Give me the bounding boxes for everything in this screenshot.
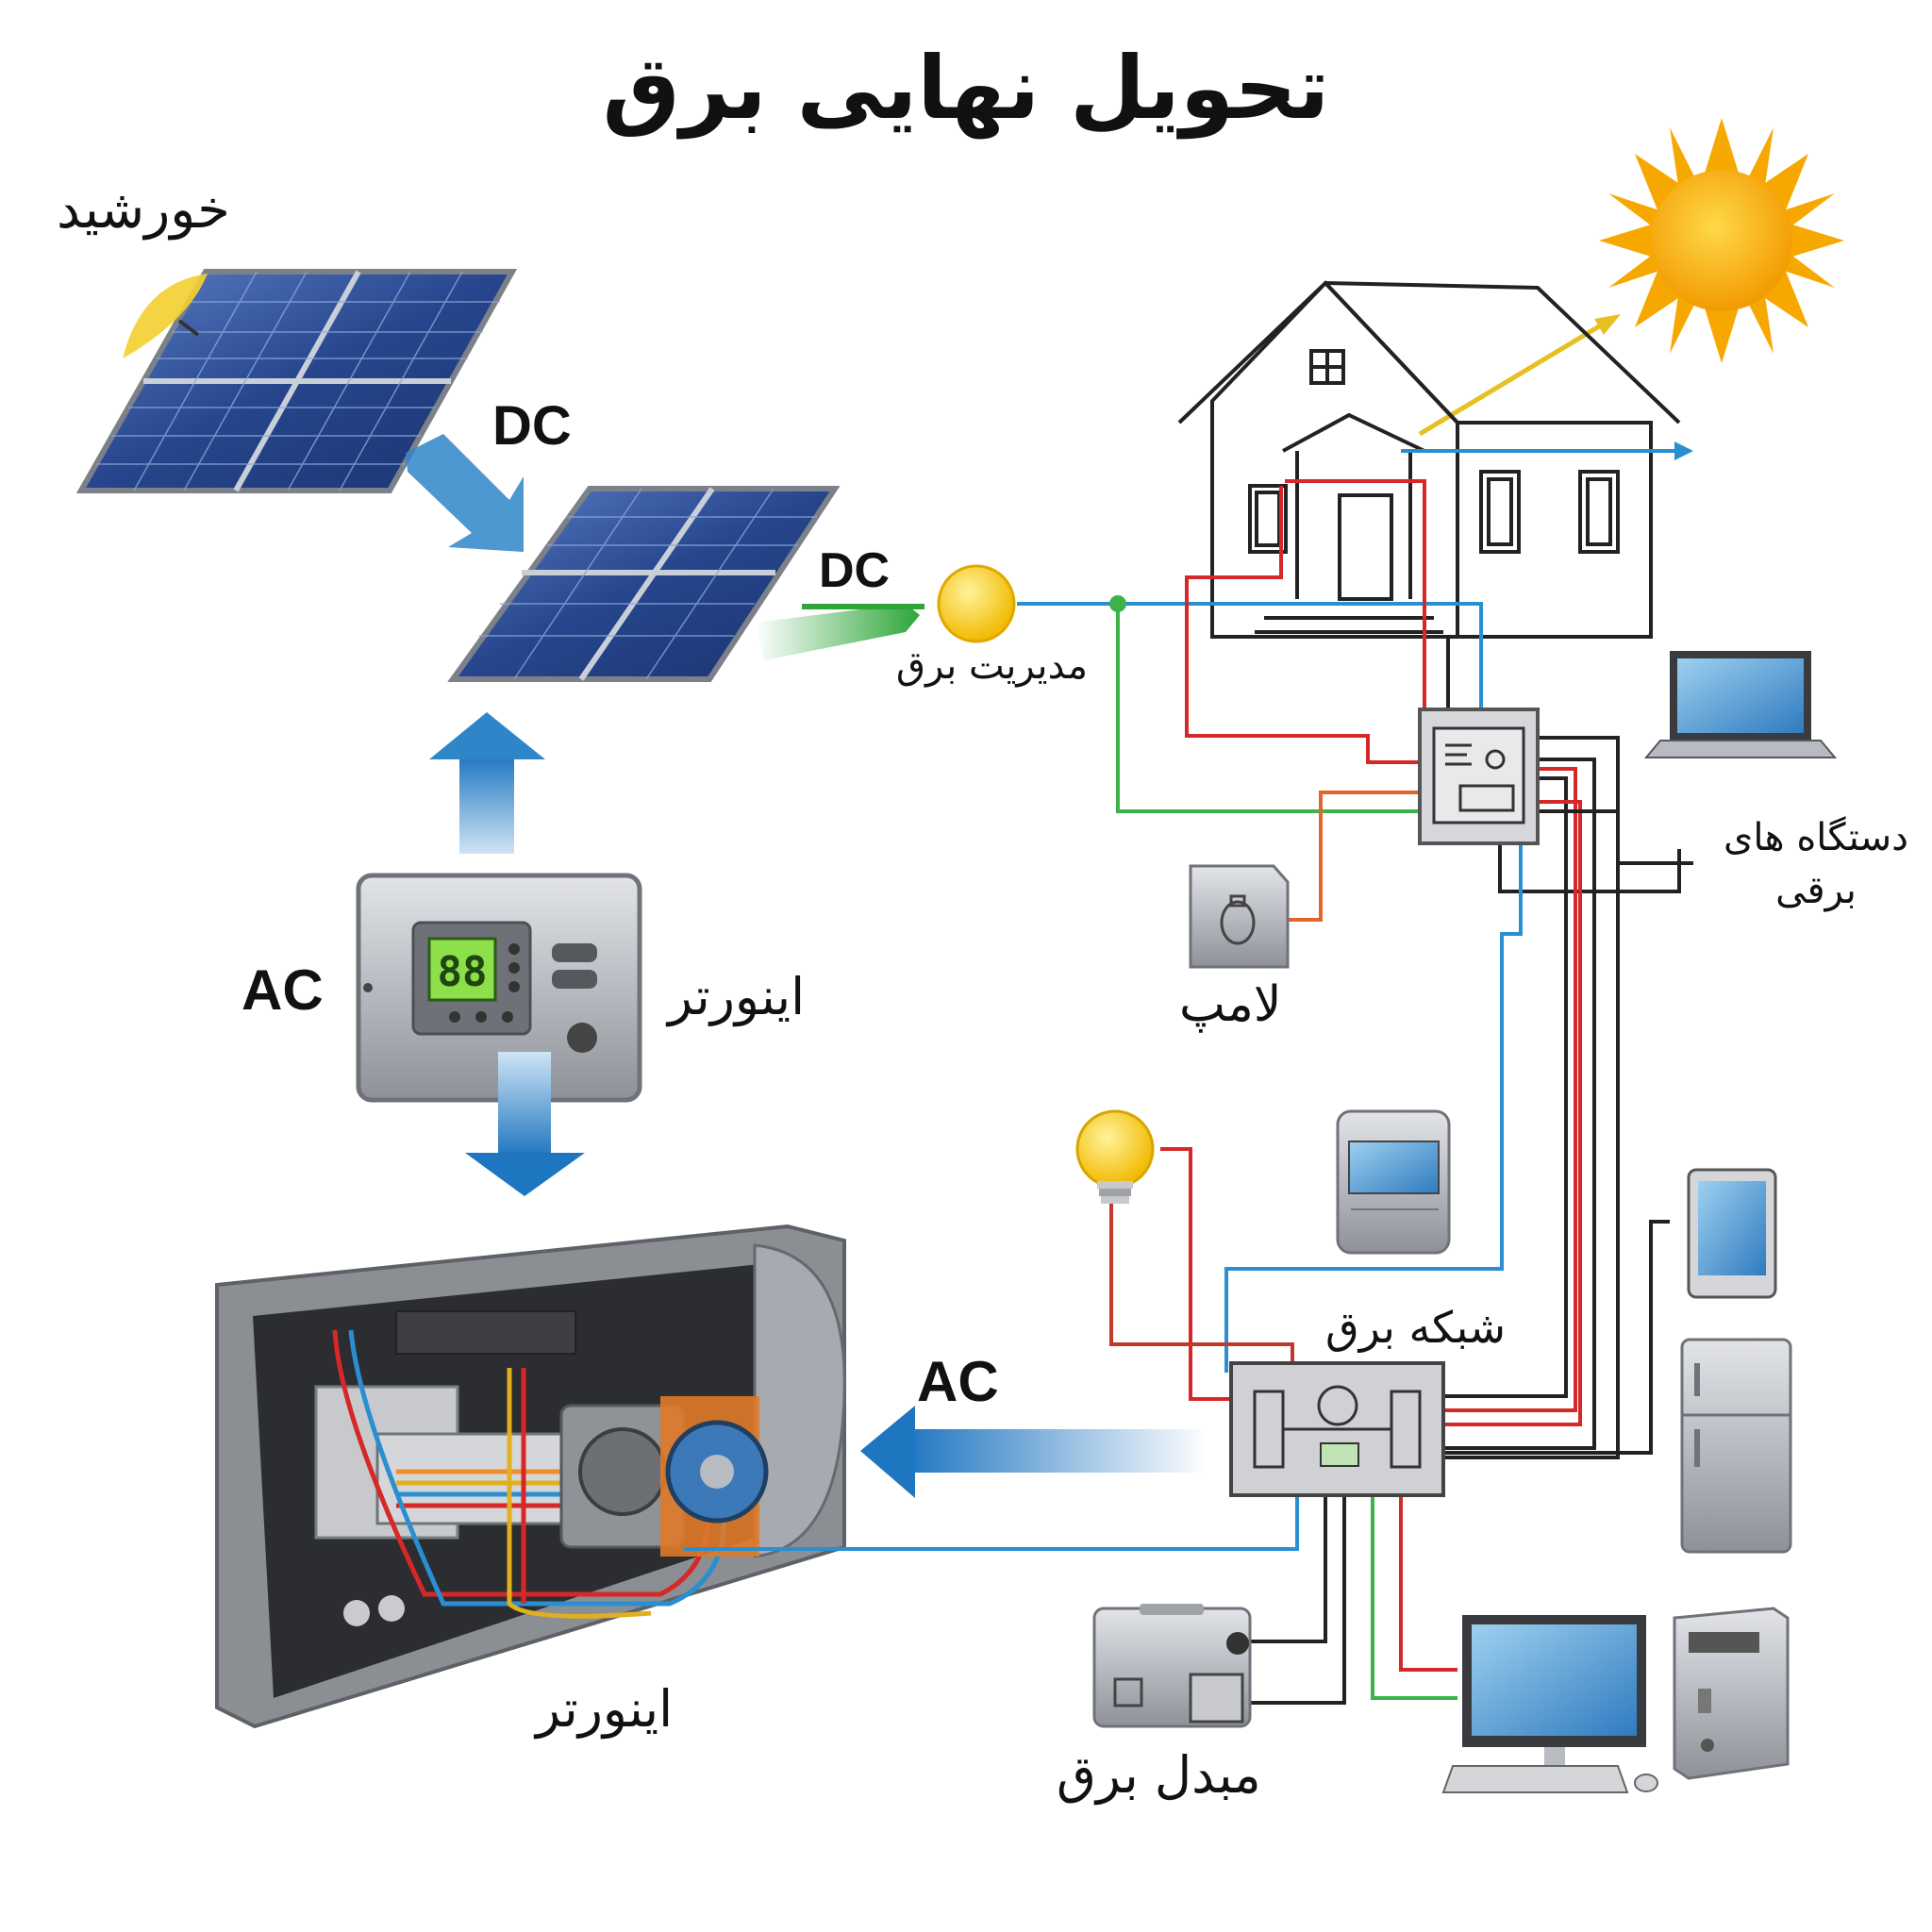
wiring — [684, 479, 1693, 1705]
converter-icon — [1092, 1604, 1252, 1728]
inverter-icon: 88 — [356, 873, 642, 1103]
ac-arrow — [860, 1406, 1208, 1498]
inverter-small-label: اینورتر — [668, 967, 806, 1026]
house-icon — [1177, 280, 1681, 639]
inverter-large-icon — [215, 1224, 846, 1729]
lamp-label: لامپ — [1179, 976, 1282, 1033]
fridge-icon — [1680, 1338, 1792, 1554]
converter-label: مبدل برق — [1057, 1745, 1261, 1805]
power-management-icon — [937, 564, 1016, 643]
grid-label: شبکه برق — [1325, 1302, 1506, 1353]
up-arrow — [429, 712, 545, 854]
inverter-large-label: اینورتر — [536, 1679, 674, 1739]
light-bulb-icon — [1075, 1109, 1155, 1204]
tablet-icon — [1687, 1168, 1777, 1299]
down-arrow — [465, 1052, 585, 1196]
grid-panel-icon — [1229, 1361, 1445, 1497]
dc-label-middle: DC — [819, 543, 891, 598]
solar-panel-icon — [447, 486, 841, 682]
desktop-computer-icon — [1441, 1615, 1658, 1793]
power-management-label: مدیریت برق — [896, 644, 1088, 688]
dc-arrow — [406, 434, 524, 552]
sun-icon — [123, 274, 208, 358]
lamp-switch-icon — [1189, 864, 1290, 969]
devices-label: دستگاه های برقی — [1724, 816, 1908, 912]
ac-label-bottom: AC — [917, 1350, 999, 1413]
dc-label-top: DC — [492, 395, 572, 457]
sun-ray — [1418, 318, 1610, 437]
distribution-box-icon — [1418, 708, 1540, 845]
microwave-icon — [1336, 1109, 1451, 1255]
sun-icon — [1599, 118, 1844, 363]
inverter-display-readout: 88 — [438, 948, 488, 996]
page-title: تحویل نهایی برق — [602, 38, 1330, 139]
ac-label-left: AC — [242, 958, 324, 1022]
pc-tower-icon — [1673, 1607, 1790, 1780]
sun-label: خورشید — [57, 179, 230, 241]
dc-arrow-green — [755, 604, 924, 660]
laptop-icon — [1643, 651, 1838, 758]
